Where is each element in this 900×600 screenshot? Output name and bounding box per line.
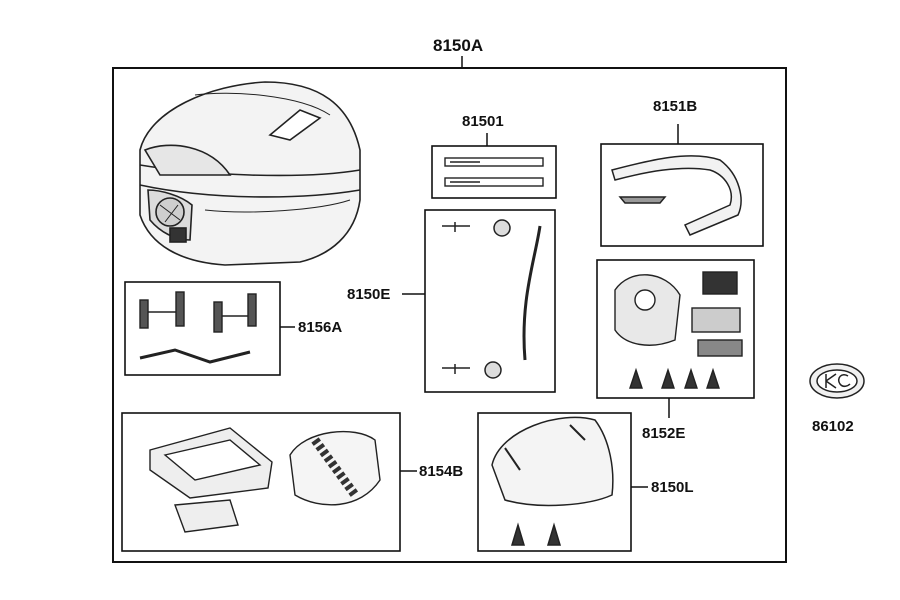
part-8150L-label: 8150L xyxy=(651,479,694,496)
part-8152E-frame xyxy=(596,259,755,399)
main-part-label: 8150A xyxy=(433,36,484,55)
part-8151B-label: 8151B xyxy=(653,98,698,115)
stay-cable-illustration xyxy=(442,219,542,379)
part-8156A-frame xyxy=(124,281,281,376)
part-8150E-frame xyxy=(424,209,556,393)
part-8156A-label: 8156A xyxy=(298,319,343,336)
part-8154B-label: 8154B xyxy=(419,463,464,480)
seal-strip-illustration xyxy=(611,155,742,236)
mounting-bolts-illustration xyxy=(139,291,257,364)
part-8150L-frame xyxy=(477,412,632,552)
part-8150E-label: 8150E xyxy=(347,286,391,303)
main-assembly-frame xyxy=(112,67,787,563)
part-8152E-label: 8152E xyxy=(642,425,686,442)
part-86102-label: 86102 xyxy=(812,418,854,435)
part-81501-label: 81501 xyxy=(462,113,504,130)
kymco-emblem-illustration xyxy=(809,363,865,399)
lid-cover-illustration xyxy=(491,416,614,546)
base-plate-illustration xyxy=(149,427,381,533)
part-8154B-frame xyxy=(121,412,401,552)
part-81501-frame xyxy=(431,145,557,199)
top-case-illustration xyxy=(139,81,361,266)
part-8151B-frame xyxy=(600,143,764,247)
lock-parts-illustration xyxy=(614,271,743,389)
reflector-strips-illustration xyxy=(444,157,544,187)
